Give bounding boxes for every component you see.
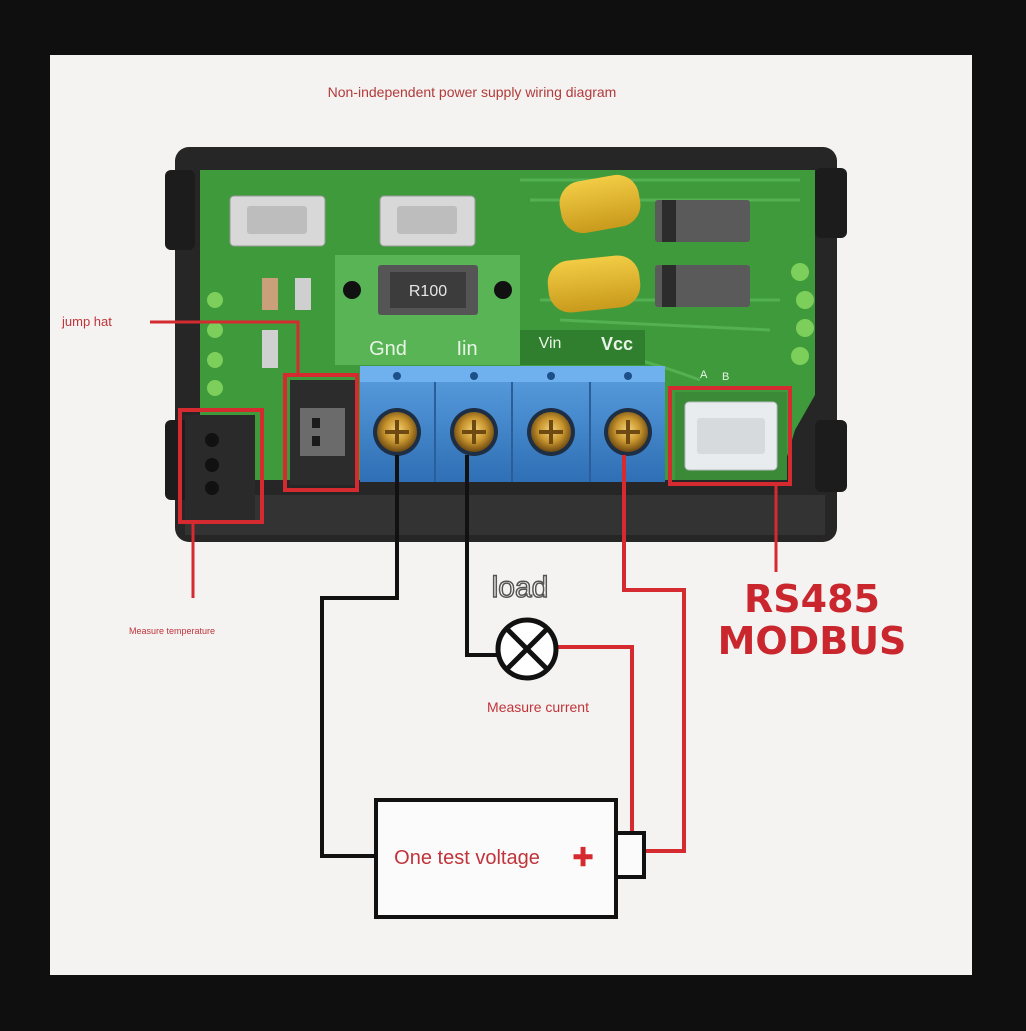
- jump-hat-label: jump hat: [61, 314, 112, 329]
- modbus-label: MODBUS: [718, 619, 907, 663]
- load-label: load: [492, 571, 549, 604]
- tact-switch-2: [379, 195, 476, 247]
- terminal-screw-iin: [450, 408, 498, 456]
- highlight-rs485-connector: [668, 386, 792, 486]
- diode-1: [655, 200, 750, 242]
- terminal-screw-vcc: [604, 408, 652, 456]
- silk-iin-label: Iin: [456, 338, 477, 360]
- silk-vcc-label: Vcc: [601, 334, 633, 354]
- diagram-title: Non-independent power supply wiring diag…: [328, 84, 617, 100]
- wire-iin-to-load: [465, 455, 497, 657]
- positive-terminal-symbol: +: [573, 838, 593, 876]
- wire-gnd-to-source: [320, 455, 399, 858]
- capacitor-2: [547, 255, 641, 313]
- wire-load-to-source: [557, 645, 634, 838]
- diode-2: [655, 265, 750, 307]
- jump-hat-pointer: [150, 320, 300, 375]
- load-lamp-symbol: [495, 617, 559, 681]
- silk-vin-label: Vin: [539, 335, 562, 352]
- resistor-code-label: R100: [409, 283, 447, 300]
- rs485-label: RS485: [744, 577, 880, 621]
- terminal-screw-vin: [527, 408, 575, 456]
- highlight-jumper-header: [283, 373, 359, 492]
- measure-temperature-label: Measure temperature: [129, 626, 215, 636]
- highlight-temperature-socket: [178, 408, 264, 524]
- rs485-connector: [675, 392, 787, 480]
- jumper-header: [290, 380, 355, 485]
- silk-gnd-label: Gnd: [369, 338, 407, 360]
- temperature-sensor-socket: [185, 415, 255, 520]
- test-voltage-source: [374, 798, 646, 919]
- tact-switch-1: [229, 195, 326, 247]
- shunt-resistor: R100: [378, 265, 478, 315]
- capacitor-1: [559, 174, 641, 234]
- wire-vcc-to-source: [622, 455, 686, 853]
- port-mark-b: B: [722, 371, 729, 383]
- terminal-block: [360, 366, 665, 482]
- terminal-screw-gnd: [373, 408, 421, 456]
- measure-current-label: Measure current: [487, 699, 589, 715]
- port-mark-a: A: [700, 369, 708, 381]
- test-voltage-label: One test voltage: [394, 847, 540, 869]
